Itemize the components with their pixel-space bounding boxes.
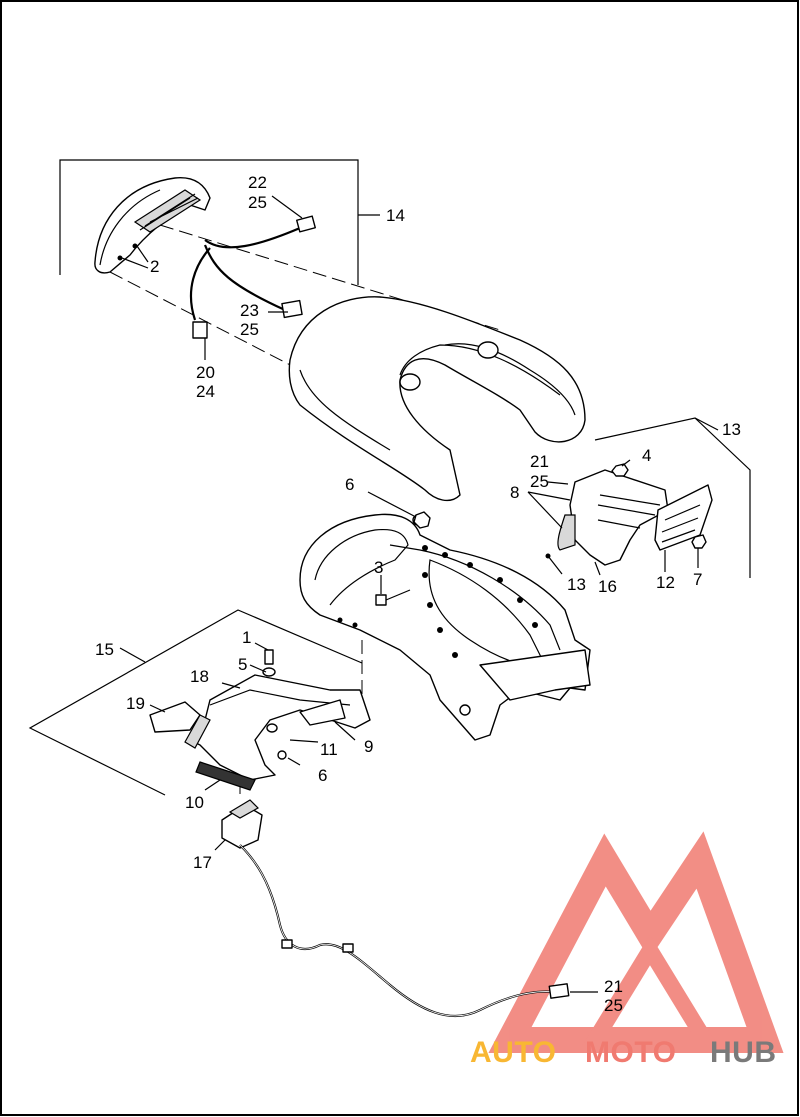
tail-light-wiring — [189, 195, 316, 360]
callout-16: 16 — [598, 577, 617, 596]
callout-24: 24 — [196, 382, 215, 401]
callout-20: 20 — [196, 363, 215, 382]
callout-3: 3 — [374, 558, 383, 577]
callout-labels: 22 25 14 2 23 25 20 24 13 21 25 4 8 6 3 … — [95, 173, 741, 1015]
logo-inner-triangle — [580, 934, 720, 1048]
callout-6-upper: 6 — [345, 475, 354, 494]
group-14-bracket — [59, 159, 380, 285]
lens-10 — [195, 761, 256, 791]
callout-25-d: 25 — [604, 996, 623, 1015]
callout-9: 9 — [364, 737, 373, 756]
callout-25-a: 25 — [248, 193, 267, 212]
callout-2: 2 — [150, 257, 159, 276]
callout-1: 1 — [242, 628, 251, 647]
callout-8: 8 — [510, 483, 519, 502]
fender-support-frame — [299, 513, 591, 741]
callout-6-lower: 6 — [318, 766, 327, 785]
license-light-housing — [149, 642, 371, 781]
lamp-17 — [214, 799, 263, 851]
callout-25-b: 25 — [240, 320, 259, 339]
watermark-auto: AUTO — [470, 1036, 556, 1069]
rear-fender — [288, 296, 586, 502]
callout-14: 14 — [386, 206, 405, 225]
callout-21-a: 21 — [530, 452, 549, 471]
callout-17: 17 — [193, 853, 212, 872]
callout-10: 10 — [185, 793, 204, 812]
group-13-bracket — [594, 417, 751, 578]
callout-13-top: 13 — [722, 420, 741, 439]
watermark-text: AUTO MOTO HUB — [470, 1036, 777, 1069]
license-mount-assembly — [527, 459, 713, 576]
watermark-moto: MOTO — [585, 1036, 676, 1069]
callout-5: 5 — [238, 655, 247, 674]
bolt-3 — [375, 575, 411, 606]
callout-11: 11 — [320, 740, 338, 759]
callout-4: 4 — [642, 446, 651, 465]
callout-15: 15 — [95, 640, 114, 659]
callout-21-b: 21 — [604, 977, 623, 996]
callout-25-c: 25 — [530, 472, 549, 491]
callout-18: 18 — [190, 667, 209, 686]
callout-12: 12 — [656, 573, 675, 592]
watermark-hub: HUB — [710, 1036, 777, 1069]
group-15-bracket — [28, 609, 363, 796]
lamp-wire-harness — [239, 844, 598, 1018]
callout-22: 22 — [248, 173, 267, 192]
callout-19: 19 — [126, 694, 145, 713]
callout-23: 23 — [240, 301, 259, 320]
nut-6-upper — [367, 491, 431, 529]
alignment-line-lower — [109, 271, 301, 371]
callout-7: 7 — [693, 570, 702, 589]
watermark-logo — [488, 831, 784, 1053]
logo-triangle-mark — [488, 831, 784, 1053]
callout-13-bottom: 13 — [567, 575, 586, 594]
tail-light-assembly — [94, 177, 211, 274]
